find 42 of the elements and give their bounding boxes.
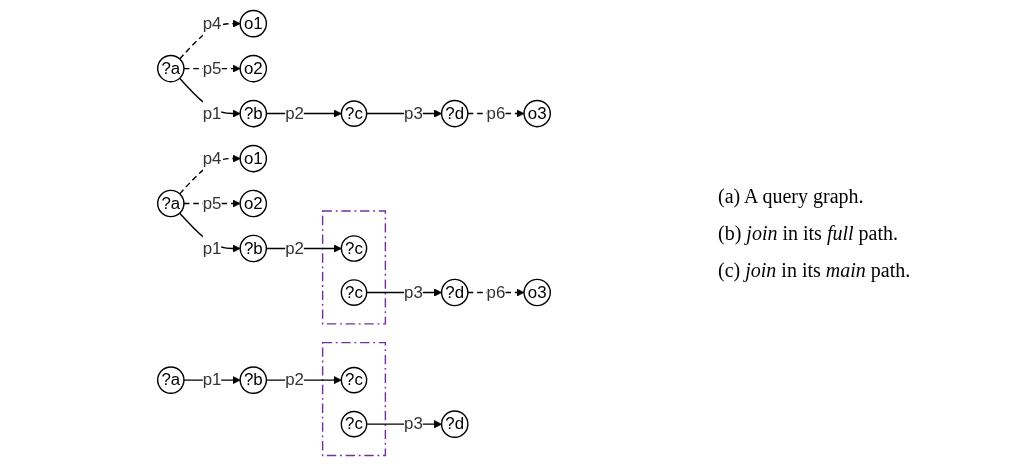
edge-label: p6 [486,282,506,302]
node-circle: ?c [340,410,368,438]
node-circle: ?d [440,99,469,128]
edge-label: p1 [202,103,222,123]
edge-label: p5 [202,193,222,213]
node-circle: ?a [157,189,185,218]
edge-label: p3 [404,414,423,434]
node-circle: ?c [340,100,368,127]
edge-label: p4 [202,148,222,168]
edge-label: p5 [202,58,222,78]
panel-caption: (c) join in its main path. [718,258,912,282]
node-circle: ?a [157,54,185,83]
arrow [179,154,241,195]
panel-caption: (a) A query graph. [718,184,865,208]
node-circle: ?b [239,99,268,128]
arrow [179,19,241,60]
panel-caption: (b) join in its full path. [718,221,899,245]
node-circle: ?c [340,366,368,394]
node-circle: o3 [523,278,551,307]
node-circle: ?b [239,366,268,394]
edge-label: p1 [202,238,222,258]
node-circle: ?d [440,278,469,307]
edge-label: p4 [202,13,222,33]
node-circle: ?b [239,234,268,263]
edge-label: p1 [202,370,222,389]
node-circle: ?c [340,235,368,262]
edge-label: p3 [404,103,423,123]
edge-label: p6 [486,103,506,123]
node-circle: ?d [440,410,469,438]
cluster [321,341,387,457]
edge-label: p2 [285,103,304,123]
edge-label: p2 [285,370,304,389]
node-circle: o1 [239,144,268,173]
node-circle: ?c [340,279,368,306]
cluster [321,210,387,325]
edge-label: p2 [285,238,304,258]
node-circle: o3 [523,99,551,128]
node-circle: o2 [239,189,268,218]
node-circle: ?a [157,366,185,394]
node-circle: o2 [239,54,268,83]
node-circle: o1 [239,9,268,38]
edge-label: p3 [404,282,423,302]
